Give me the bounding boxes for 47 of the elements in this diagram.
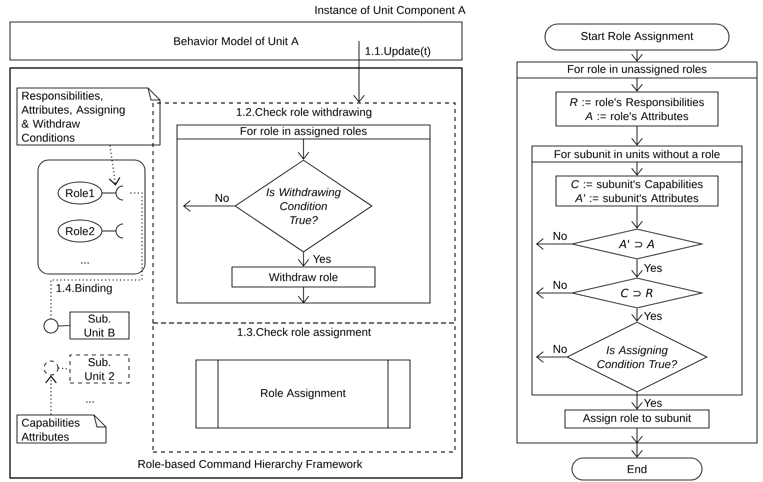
process-box: R := role's Responsibilities A := role's Attributes — [556, 92, 718, 126]
socket-symbol — [116, 186, 124, 200]
edge-label: Yes — [642, 398, 664, 408]
arrow — [45, 375, 57, 415]
connector-line — [58, 325, 70, 326]
arrow — [536, 238, 572, 250]
connector-line — [102, 192, 116, 194]
lollipop-circle — [44, 360, 58, 376]
connector-line — [102, 230, 116, 232]
arrow — [631, 259, 643, 278]
process-box: Sub. Unit B — [70, 312, 130, 340]
edge-label: No — [551, 344, 569, 354]
arrow — [183, 200, 235, 212]
arrow — [536, 351, 567, 363]
lollipop-circle — [44, 318, 58, 334]
edge-label: 1.4.Binding — [54, 282, 114, 296]
edge-label: No — [213, 192, 231, 204]
arrow — [631, 126, 643, 146]
process-box: Assign role to subunit — [564, 410, 710, 428]
arrow — [298, 138, 310, 160]
arrow — [108, 145, 120, 186]
subunit-box: Sub. Unit 2 — [70, 354, 130, 384]
process-box: Withdraw role — [232, 266, 376, 288]
edge-label: Yes — [311, 254, 333, 264]
socket-symbol — [116, 224, 124, 238]
arrow — [631, 428, 643, 444]
subprocess-box: Role Assignment — [196, 360, 410, 428]
arrow — [536, 287, 572, 299]
arrow — [631, 161, 643, 176]
edge-label: 1.1.Update(t) — [363, 45, 432, 59]
connector-line — [58, 367, 70, 370]
edge-label: Yes — [642, 262, 664, 274]
arrow — [631, 392, 643, 410]
arrow — [631, 77, 643, 92]
edge-label: No — [551, 230, 569, 242]
arrow — [298, 287, 310, 304]
connector-line — [50, 192, 143, 319]
arrow — [631, 206, 643, 229]
edge-label: No — [551, 280, 569, 290]
arrow — [631, 443, 643, 458]
process-box: C := subunit's Capabilities A' := subunit's Attributes — [556, 176, 718, 206]
arrow — [631, 308, 643, 322]
arrow — [298, 252, 310, 267]
title: Instance of Unit Component A — [315, 6, 466, 16]
arrow — [353, 40, 365, 103]
ellipsis-text: ... — [86, 401, 94, 403]
edge-label: Yes — [642, 310, 664, 322]
